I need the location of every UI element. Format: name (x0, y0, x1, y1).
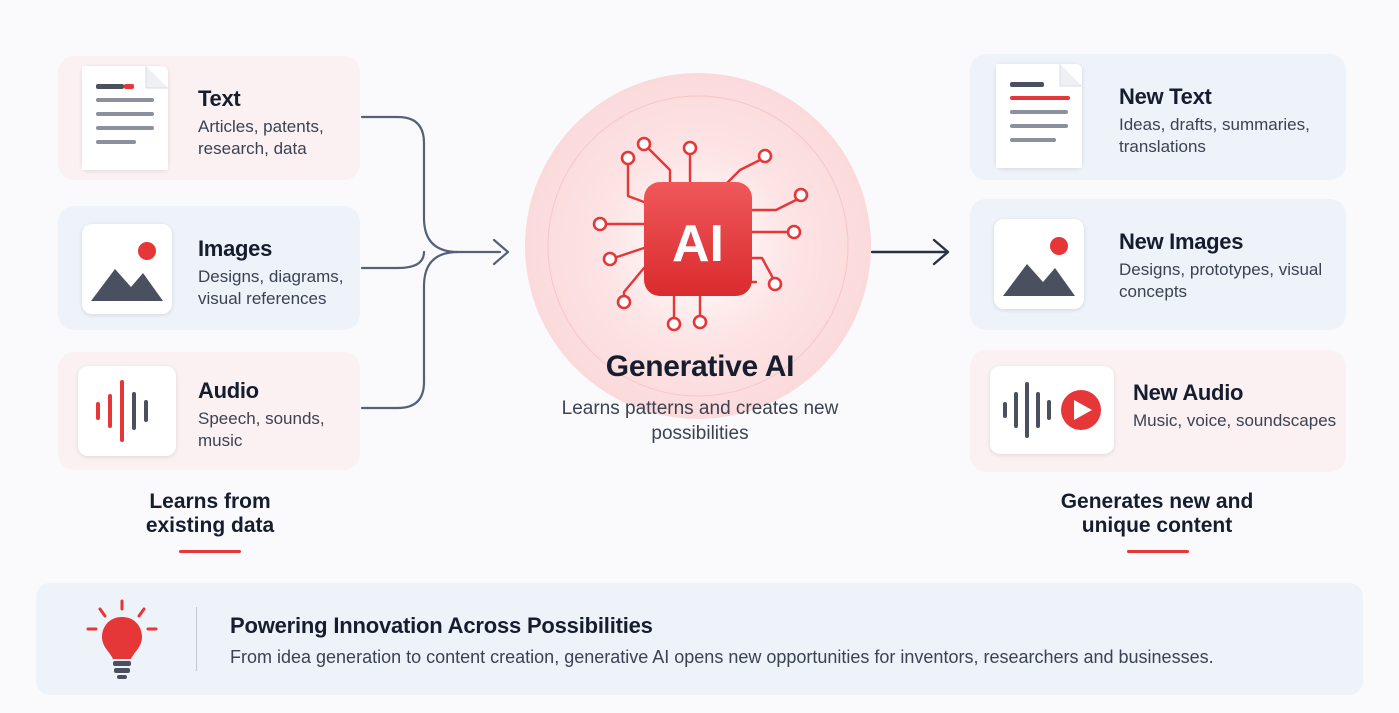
lightbulb-icon (82, 597, 162, 683)
banner-description: From idea generation to content creation… (230, 647, 1214, 667)
input-desc-audio: Speech, sounds, music (198, 409, 325, 450)
output-title-text: New Text (1119, 84, 1212, 109)
input-card-text: Text Articles, patents, research, data (58, 56, 360, 180)
output-card-images: New Images Designs, prototypes, visual c… (970, 199, 1346, 330)
output-title-audio: New Audio (1133, 380, 1244, 405)
document-icon (82, 66, 168, 170)
output-desc-images: Designs, prototypes, visual concepts (1119, 260, 1323, 301)
input-card-audio: Audio Speech, sounds, music (58, 352, 360, 470)
input-card-images: Images Designs, diagrams, visual referen… (58, 206, 360, 330)
document-icon (996, 64, 1082, 168)
center-description: Learns patterns and creates new possibil… (561, 398, 839, 444)
output-card-audio: New Audio Music, voice, soundscapes (970, 350, 1346, 472)
inputs-caption-underline (179, 550, 241, 553)
input-desc-images: Designs, diagrams, visual references (198, 267, 344, 308)
image-icon (82, 224, 172, 314)
input-desc-text: Articles, patents, research, data (198, 117, 324, 158)
inputs-caption: Learns from existing data (145, 490, 275, 537)
banner-divider (196, 607, 197, 671)
audio-wave-icon (78, 366, 176, 456)
output-title-images: New Images (1119, 229, 1244, 254)
outputs-caption-underline (1127, 550, 1189, 553)
output-card-text: New Text Ideas, drafts, summaries, trans… (970, 54, 1346, 180)
input-title-audio: Audio (198, 378, 259, 403)
audio-play-icon (990, 366, 1114, 454)
output-desc-audio: Music, voice, soundscapes (1133, 411, 1337, 430)
ai-core: AI (524, 72, 872, 420)
input-title-images: Images (198, 236, 273, 261)
ai-chip-label: AI (672, 215, 724, 273)
banner-title: Powering Innovation Across Possibilities (230, 613, 653, 638)
input-title-text: Text (198, 86, 241, 111)
output-desc-text: Ideas, drafts, summaries, translations (1119, 115, 1310, 156)
center-title: Generative AI (605, 350, 795, 383)
outputs-caption: Generates new and unique content (1060, 490, 1254, 537)
ai-chip-icon: AI (525, 73, 871, 419)
image-icon (994, 219, 1084, 309)
innovation-banner: Powering Innovation Across Possibilities… (36, 583, 1363, 695)
